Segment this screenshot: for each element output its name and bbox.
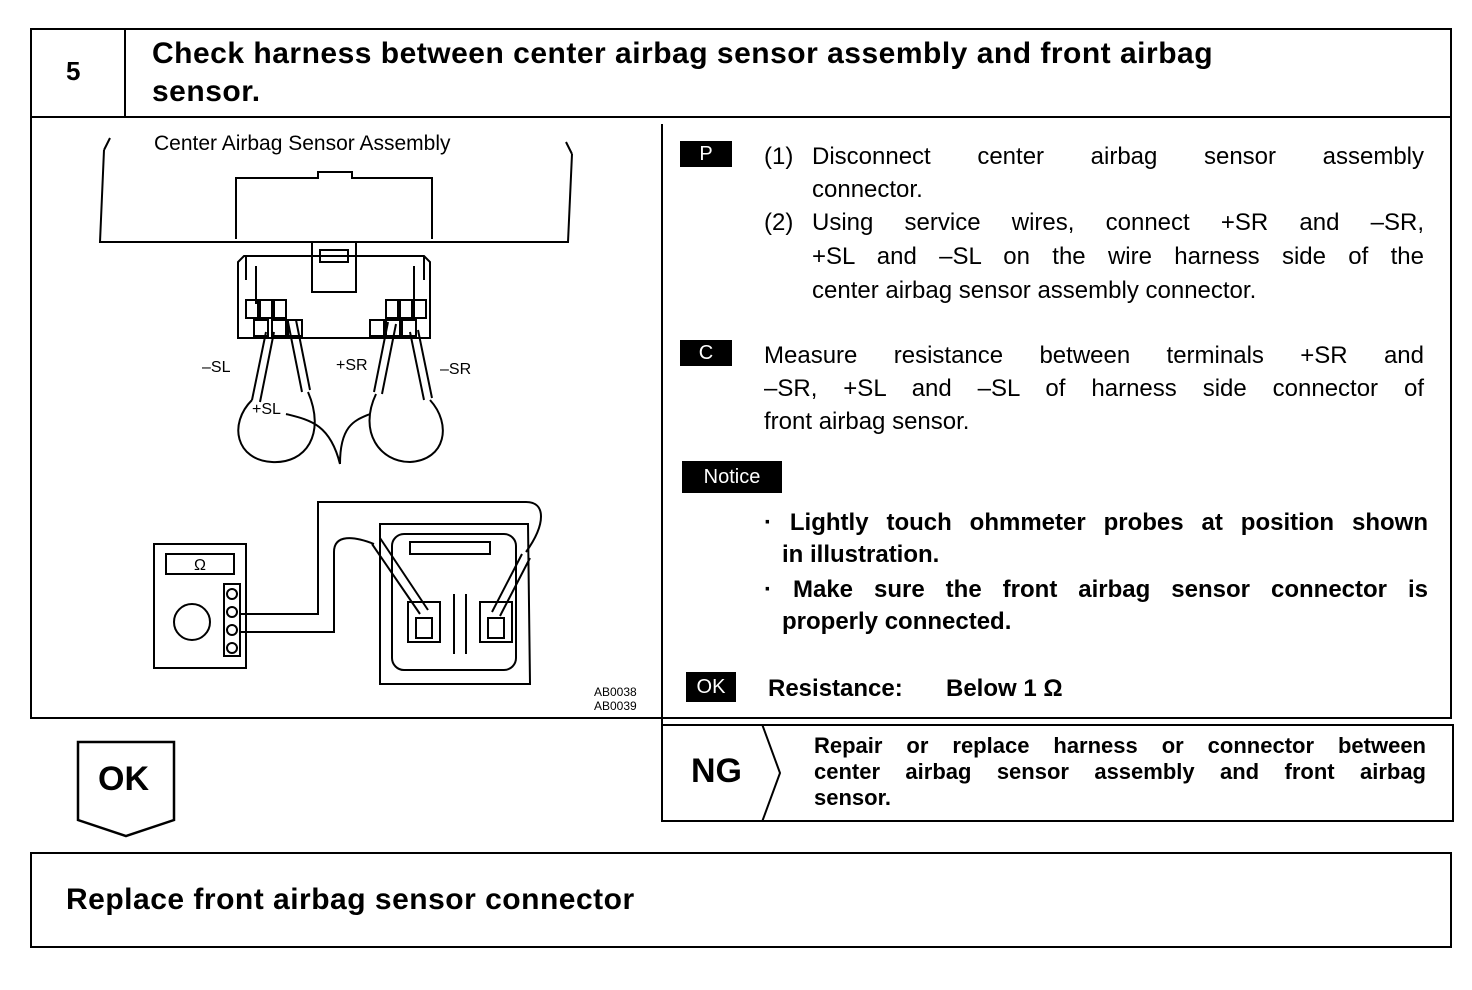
final-action-box	[30, 852, 1452, 948]
test-lead-1	[240, 501, 542, 615]
front-sensor-connector	[379, 523, 532, 685]
wire-loop-left	[237, 391, 316, 464]
wire-loop-right	[368, 393, 444, 464]
illustration-caption: Center Airbag Sensor Assembly	[154, 132, 451, 155]
ok-result-label: OK	[98, 760, 149, 798]
probe-minus-sl	[251, 331, 275, 403]
prepare-step1-line2: connector.	[812, 176, 923, 203]
body-column-divider	[661, 124, 663, 818]
notice-tag: Notice	[682, 461, 782, 493]
illustration-code-1: AB0038	[594, 685, 637, 699]
ok-tag: OK	[686, 672, 736, 702]
notice1-line2: in illustration.	[782, 541, 940, 568]
ohmmeter-display	[165, 553, 235, 575]
prepare-step2-line2: +SL and –SL on the wire harness side of …	[812, 243, 1424, 270]
label-plus-sr: +SR	[336, 357, 368, 374]
prepare-step2-line3: center airbag sensor assembly connector.	[812, 277, 1257, 304]
resistance-label: Resistance:	[768, 675, 903, 702]
sensor-assembly-outline	[98, 149, 573, 243]
check-line2: –SR, +SL and –SL of harness side connect…	[764, 375, 1424, 402]
sensor-assembly-caption-brackets	[103, 137, 573, 155]
prepare-step2-num: (2)	[764, 209, 794, 236]
illustration: Center Airbag Sensor Assembly –SL +SR –S…	[98, 132, 637, 713]
test-lead-2	[240, 537, 375, 633]
ok-result-arrow	[76, 740, 176, 838]
probe-plus-sl	[287, 319, 311, 393]
probe-minus-sr	[409, 329, 433, 401]
prepare-step2-line1: Using service wires, connect +SR and –SR…	[812, 209, 1424, 236]
notice1-line1: · Lightly touch ohmmeter probes at posit…	[764, 509, 1428, 536]
ohm-symbol: Ω	[194, 557, 206, 574]
ng-result-label: NG	[691, 752, 742, 790]
step-title-line2: sensor.	[152, 75, 261, 108]
illustration-code-2: AB0039	[594, 699, 637, 713]
ng-result-line3: sensor.	[814, 785, 892, 810]
step-header	[30, 28, 1452, 118]
resistance-value: Below 1 Ω	[946, 675, 1063, 702]
step-title-line1: Check harness between center airbag sens…	[152, 37, 1214, 70]
final-action-text: Replace front airbag sensor connector	[66, 883, 635, 916]
ohmmeter-body	[153, 543, 247, 669]
notice2-line2: properly connected.	[782, 608, 1012, 635]
probe-plus-sr	[373, 321, 397, 395]
procedure-body	[30, 116, 1452, 719]
ng-arrow-chevron	[761, 724, 782, 822]
prepare-step1-line1: Disconnect center airbag sensor assembly	[812, 143, 1424, 170]
ng-result-line1: Repair or replace harness or connector b…	[814, 733, 1426, 758]
label-minus-sl: –SL	[202, 359, 231, 376]
ohmmeter-dial	[173, 603, 211, 641]
connector-latch	[311, 241, 357, 293]
check-tag: C	[680, 340, 732, 366]
step-number-divider	[124, 28, 126, 118]
ng-result-box	[661, 724, 1454, 822]
prepare-tag: P	[680, 141, 732, 167]
notice2-line1: · Make sure the front airbag sensor conn…	[764, 576, 1428, 603]
check-line1: Measure resistance between terminals +SR…	[764, 342, 1424, 369]
ng-result-line2: center airbag sensor assembly and front …	[814, 759, 1426, 784]
sensor-assembly-connector-socket	[235, 171, 433, 239]
prepare-step1-num: (1)	[764, 143, 794, 170]
check-line3: front airbag sensor.	[764, 408, 970, 435]
label-minus-sr: –SR	[440, 361, 471, 378]
label-plus-sl: +SL	[252, 401, 281, 418]
step-number: 5	[66, 56, 81, 86]
